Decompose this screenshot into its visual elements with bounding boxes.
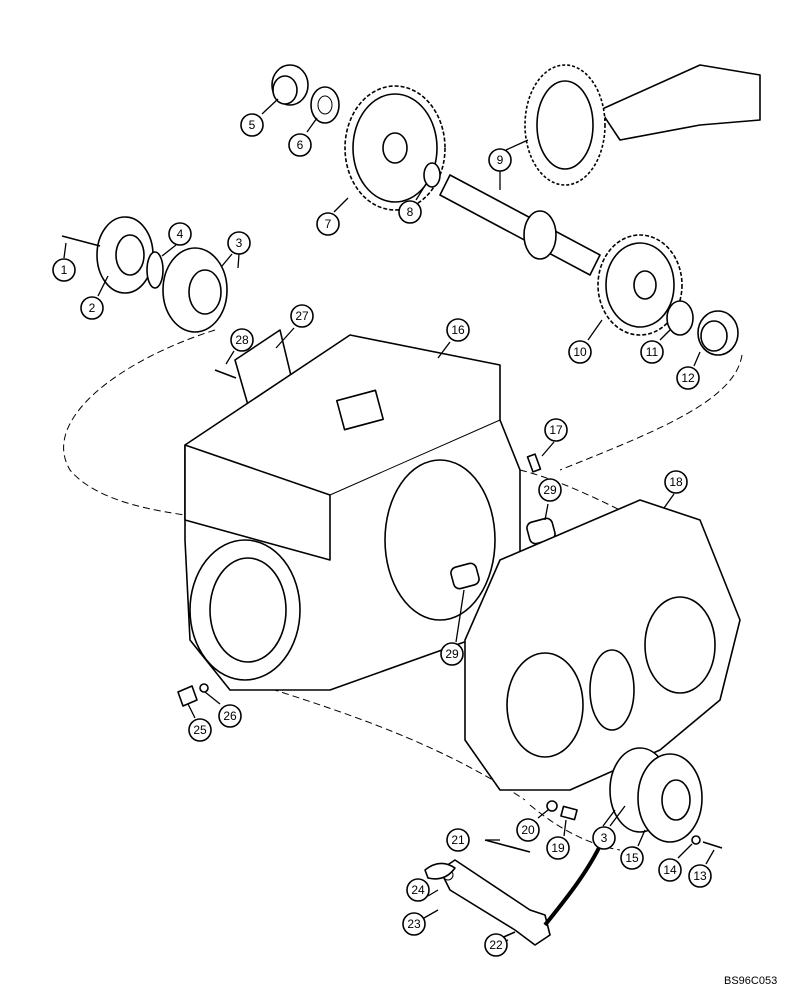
svg-text:24: 24 (411, 883, 425, 897)
callout-27: 27 (290, 304, 314, 328)
callout-20: 20 (516, 818, 540, 842)
callout-4: 4 (168, 222, 192, 246)
svg-text:12: 12 (681, 371, 695, 385)
gear-cover (464, 499, 741, 791)
callout-29-lower: 29 (440, 642, 464, 666)
svg-text:27: 27 (295, 309, 309, 323)
svg-text:29: 29 (445, 647, 459, 661)
drain-plug (177, 685, 198, 707)
dowel-pin (526, 453, 542, 473)
callout-1: 1 (52, 258, 76, 282)
main-housing (184, 334, 521, 691)
figure-code: BS96C053 (724, 975, 778, 987)
washer-20 (546, 800, 558, 812)
svg-text:23: 23 (407, 917, 421, 931)
svg-text:25: 25 (193, 723, 207, 737)
washer-lower-right (691, 835, 701, 845)
bearing-cone-top (310, 86, 340, 124)
callout-26: 26 (218, 704, 242, 728)
svg-text:1: 1 (61, 263, 68, 277)
callout-18: 18 (664, 470, 688, 494)
svg-text:14: 14 (663, 863, 677, 877)
callout-28: 28 (230, 328, 254, 352)
callout-7: 7 (316, 212, 340, 236)
callout-3-upper: 3 (227, 231, 251, 255)
svg-text:18: 18 (669, 475, 683, 489)
svg-text:21: 21 (451, 833, 465, 847)
svg-text:7: 7 (325, 217, 332, 231)
callout-15: 15 (620, 846, 644, 870)
callout-17: 17 (544, 418, 568, 442)
callout-25: 25 (188, 718, 212, 742)
bearing-cup-top (271, 64, 309, 106)
svg-text:29: 29 (543, 483, 557, 497)
callout-12: 12 (676, 366, 700, 390)
svg-text:6: 6 (297, 138, 304, 152)
callout-2: 2 (80, 296, 104, 320)
callout-29-upper: 29 (538, 478, 562, 502)
callout-16: 16 (446, 318, 470, 342)
svg-text:20: 20 (521, 823, 535, 837)
callout-13: 13 (688, 864, 712, 888)
plug-washer (199, 683, 209, 693)
shim-pack-upper (162, 247, 228, 333)
svg-text:5: 5 (249, 118, 256, 132)
snap-ring (423, 162, 441, 188)
callout-19: 19 (546, 836, 570, 860)
cover-screw (214, 369, 237, 379)
svg-text:17: 17 (549, 423, 563, 437)
svg-text:22: 22 (489, 938, 503, 952)
svg-text:10: 10 (573, 345, 587, 359)
svg-text:8: 8 (407, 205, 414, 219)
callout-21: 21 (446, 828, 470, 852)
bearing-cone-lower (666, 300, 694, 336)
svg-text:3: 3 (601, 831, 608, 845)
cap-screw-upper (61, 235, 101, 247)
bolt-19 (560, 805, 578, 821)
callout-14: 14 (658, 858, 682, 882)
callout-3-lower: 3 (592, 826, 616, 850)
o-ring (146, 251, 164, 289)
shift-lever (424, 859, 551, 946)
cap-screw-lower-right (702, 841, 723, 849)
svg-text:15: 15 (625, 851, 639, 865)
leader-lines (63, 98, 715, 944)
svg-text:16: 16 (451, 323, 465, 337)
svg-text:2: 2 (89, 301, 96, 315)
svg-text:11: 11 (646, 345, 659, 359)
svg-text:4: 4 (177, 227, 184, 241)
callout-11: 11 (640, 340, 664, 364)
bevel-gear-shaft (524, 64, 761, 186)
shim-pack-lower (609, 747, 703, 843)
svg-text:26: 26 (223, 709, 237, 723)
callout-8: 8 (398, 200, 422, 224)
svg-text:3: 3 (236, 236, 243, 250)
callouts: 1 2 3 4 5 6 7 8 9 10 11 12 13 14 15 16 1… (52, 113, 712, 957)
callout-5: 5 (240, 113, 264, 137)
retainer-flange (96, 216, 154, 294)
svg-text:28: 28 (235, 333, 249, 347)
callout-23: 23 (402, 912, 426, 936)
pinion-shaft (439, 174, 601, 276)
callout-6: 6 (288, 133, 312, 157)
callout-22: 22 (484, 933, 508, 957)
callout-10: 10 (568, 340, 592, 364)
svg-text:13: 13 (693, 869, 707, 883)
long-bolt-21 (484, 839, 531, 853)
parts-artwork (61, 64, 761, 946)
spur-gear-lower (597, 234, 683, 336)
callout-24: 24 (406, 878, 430, 902)
callout-9: 9 (488, 148, 512, 172)
bearing-cup-lower (697, 310, 739, 356)
svg-text:19: 19 (551, 841, 565, 855)
svg-text:9: 9 (497, 153, 504, 167)
bushing-center (450, 562, 480, 590)
large-spur-gear (344, 85, 446, 211)
